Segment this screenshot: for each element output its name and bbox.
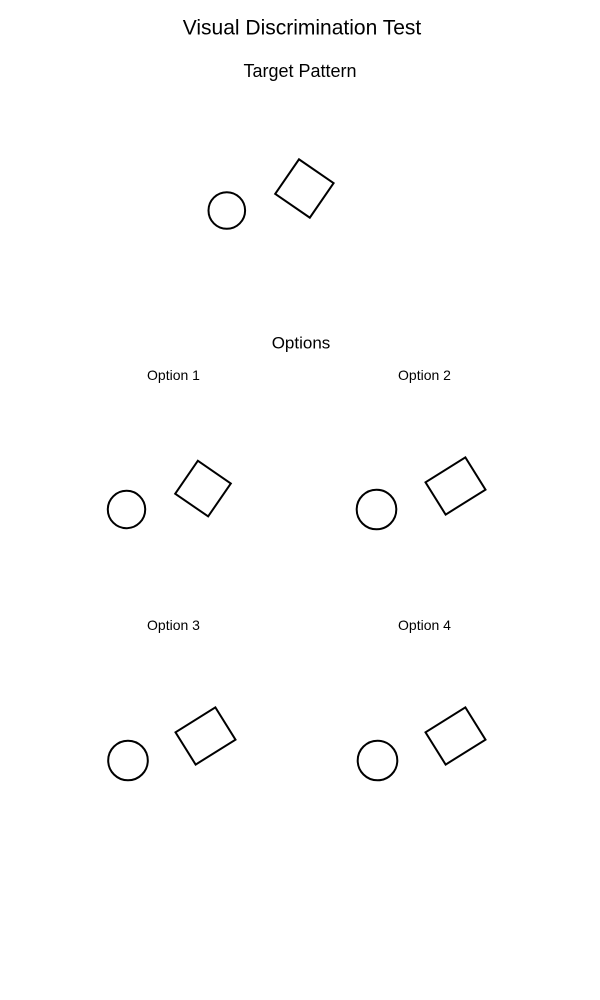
option-3-square[interactable] — [174, 706, 237, 766]
option-4-label[interactable]: Option 4 — [398, 616, 451, 633]
target-pattern-heading: Target Pattern — [243, 61, 357, 81]
page-title: Visual Discrimination Test — [182, 16, 422, 40]
option-4-circle[interactable] — [356, 739, 399, 782]
option-3-circle[interactable] — [107, 739, 149, 782]
target-square — [273, 157, 335, 220]
option-2-circle[interactable] — [355, 488, 398, 531]
option-1-square[interactable] — [173, 459, 233, 518]
option-1-label[interactable]: Option 1 — [147, 367, 200, 383]
options-heading: Options — [271, 333, 331, 353]
option-4-square[interactable] — [424, 706, 487, 766]
target-circle — [207, 191, 247, 230]
option-2-label[interactable]: Option 2 — [398, 367, 451, 383]
option-2-square[interactable] — [424, 456, 487, 516]
option-3-label[interactable]: Option 3 — [147, 616, 200, 633]
option-1-circle[interactable] — [106, 489, 147, 530]
